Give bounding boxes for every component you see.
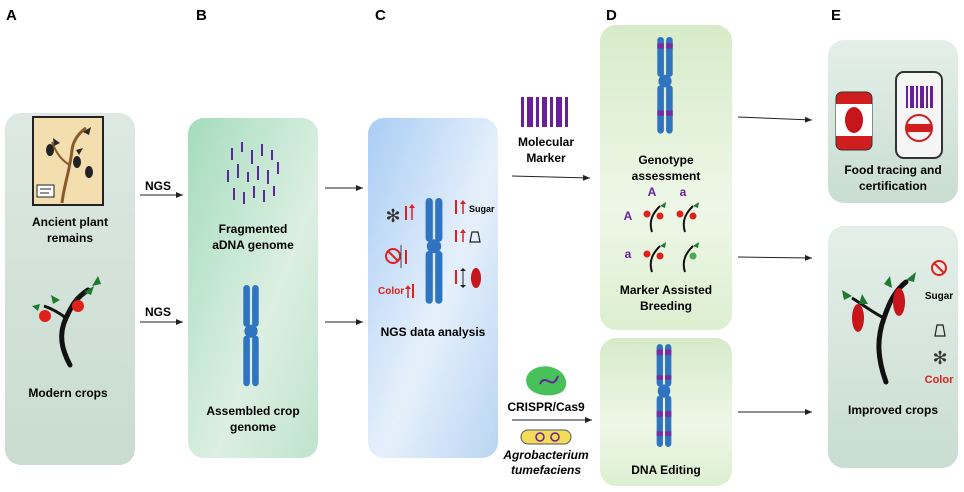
- improved-crops-label: Improved crops: [848, 403, 938, 417]
- allele-upper-left: A: [624, 209, 633, 223]
- genotype-label-1: Genotype: [638, 153, 694, 167]
- molecular-marker-label-2: Marker: [526, 151, 566, 165]
- agrobacterium-label-1: Agrobacterium: [502, 448, 589, 462]
- cold-tolerance-trait: ✻: [385, 204, 415, 226]
- edited-chromosome-icon: [656, 344, 672, 448]
- sugar-trait: [455, 200, 466, 214]
- crispr-cas9-icon: [526, 366, 567, 396]
- panel-letter-a: A: [6, 7, 17, 24]
- food-can-icon: [835, 91, 873, 151]
- dna-editing-label: DNA Editing: [631, 463, 701, 477]
- panel-d-top-box: [600, 25, 732, 330]
- snowflake-icon-e: ✻: [932, 348, 947, 368]
- smartphone-icon: [895, 71, 943, 159]
- sugar-label-e: Sugar: [925, 291, 953, 302]
- c-to-d-top-arrow: [511, 174, 591, 181]
- panel-e-bottom-box: [828, 226, 958, 468]
- panel-letter-e: E: [831, 7, 841, 24]
- molecular-marker-label-1: Molecular: [518, 135, 574, 149]
- mab-label-2: Breeding: [640, 299, 692, 313]
- color-label-e: Color: [925, 374, 954, 386]
- crispr-label: CRISPR/Cas9: [507, 400, 585, 414]
- shape-trait: [455, 229, 481, 243]
- color-trait-arrow: [405, 284, 414, 298]
- panel-letter-b: B: [196, 7, 207, 24]
- agrobacterium-icon: [520, 429, 572, 445]
- ngs-bottom-label: NGS: [145, 305, 171, 319]
- fragmented-dna-icon: [227, 142, 279, 204]
- barcode-icon: [521, 97, 568, 127]
- ancient-plant-illustration: [32, 116, 104, 206]
- modern-crops-label: Modern crops: [28, 386, 108, 400]
- food-tracing-label-1: Food tracing and: [844, 163, 941, 177]
- improved-crop-illustration: [842, 272, 916, 385]
- fragmented-genome-label-1: Fragmented: [219, 222, 288, 236]
- fruit-shape-icon-e: [934, 324, 946, 337]
- d-to-e-top-arrow: [737, 116, 813, 123]
- fragmented-genome-label-2: aDNA genome: [212, 238, 294, 252]
- no-pest-icon: [385, 248, 401, 264]
- mab-label-1: Marker Assisted: [620, 283, 712, 297]
- genotype-chromosome-icon: [657, 37, 673, 134]
- breeding-plants-icon: [643, 202, 699, 273]
- color-trait-label-c: Color: [378, 286, 404, 297]
- allele-lower-top: a: [680, 185, 687, 199]
- no-pest-icon-e: [931, 260, 947, 276]
- assembled-genome-label-1: Assembled crop: [206, 404, 299, 418]
- fruit-shape-icon: [469, 231, 481, 243]
- allele-lower-left: a: [625, 247, 632, 261]
- sugar-trait-label-c: Sugar: [469, 204, 495, 214]
- genotype-label-2: assessment: [632, 169, 701, 183]
- panel-letter-d: D: [606, 7, 617, 24]
- ngs-top-label: NGS: [145, 179, 171, 193]
- assembled-genome-label-2: genome: [230, 420, 276, 434]
- pepper-icon: [471, 268, 481, 288]
- ancient-plant-label-1: Ancient plant: [32, 215, 108, 229]
- fruit-size-trait: [455, 268, 481, 288]
- ancient-plant-label-2: remains: [47, 231, 93, 245]
- panel-letter-c: C: [375, 7, 386, 24]
- modern-crop-illustration: [32, 276, 101, 368]
- agrobacterium-label-2: tumefaciens: [511, 463, 581, 477]
- food-tracing-label-2: certification: [859, 179, 927, 193]
- no-pest-trait: [385, 245, 407, 268]
- ngs-analysis-label: NGS data analysis: [381, 325, 486, 339]
- allele-upper-top: A: [648, 185, 657, 199]
- d-to-e-middle-arrow: [737, 254, 813, 261]
- snowflake-icon: ✻: [385, 206, 400, 226]
- panel-c-box: [368, 118, 498, 458]
